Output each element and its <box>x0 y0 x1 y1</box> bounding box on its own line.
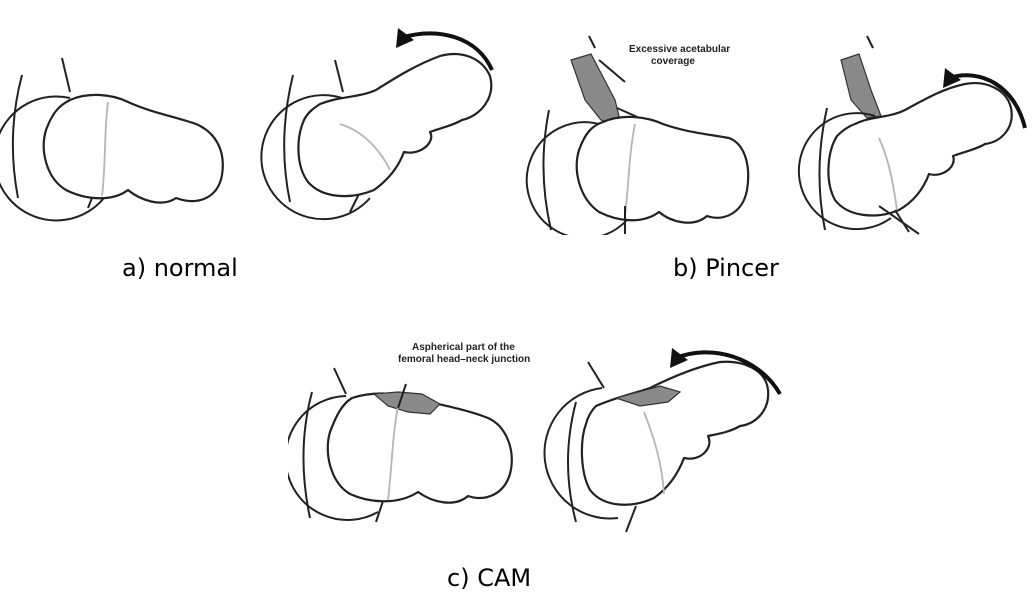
normal-caption: a) normal <box>122 254 238 282</box>
cam-arrow-head-icon <box>670 348 688 368</box>
pincer-flexed-coverage-area <box>841 54 881 118</box>
excessive-coverage-area <box>571 54 619 124</box>
normal-hip-neutral <box>0 58 223 220</box>
cam-annotation-line2: femoral head–neck junction <box>398 354 530 365</box>
cam-hip-flexed <box>545 348 780 532</box>
pincer-annotation-line1: Excessive acetabular <box>629 44 730 55</box>
cam-annotation-line1: Aspherical part of the <box>412 342 515 353</box>
cam-panel: Aspherical part of the femoral head–neck… <box>288 322 808 534</box>
cam-caption: c) CAM <box>447 564 531 592</box>
cam-hip-neutral: Aspherical part of the femoral head–neck… <box>288 342 530 522</box>
pincer-panel: Excessive acetabular coverage <box>525 20 1033 235</box>
normal-hip-flexed <box>261 28 492 219</box>
pincer-hip-flexed <box>799 36 1025 234</box>
pincer-caption: b) Pincer <box>673 254 779 282</box>
pincer-annotation-line2: coverage <box>651 56 695 67</box>
normal-arrow-head-icon <box>396 28 414 48</box>
normal-panel <box>0 20 520 235</box>
pincer-hip-neutral: Excessive acetabular coverage <box>527 36 748 235</box>
